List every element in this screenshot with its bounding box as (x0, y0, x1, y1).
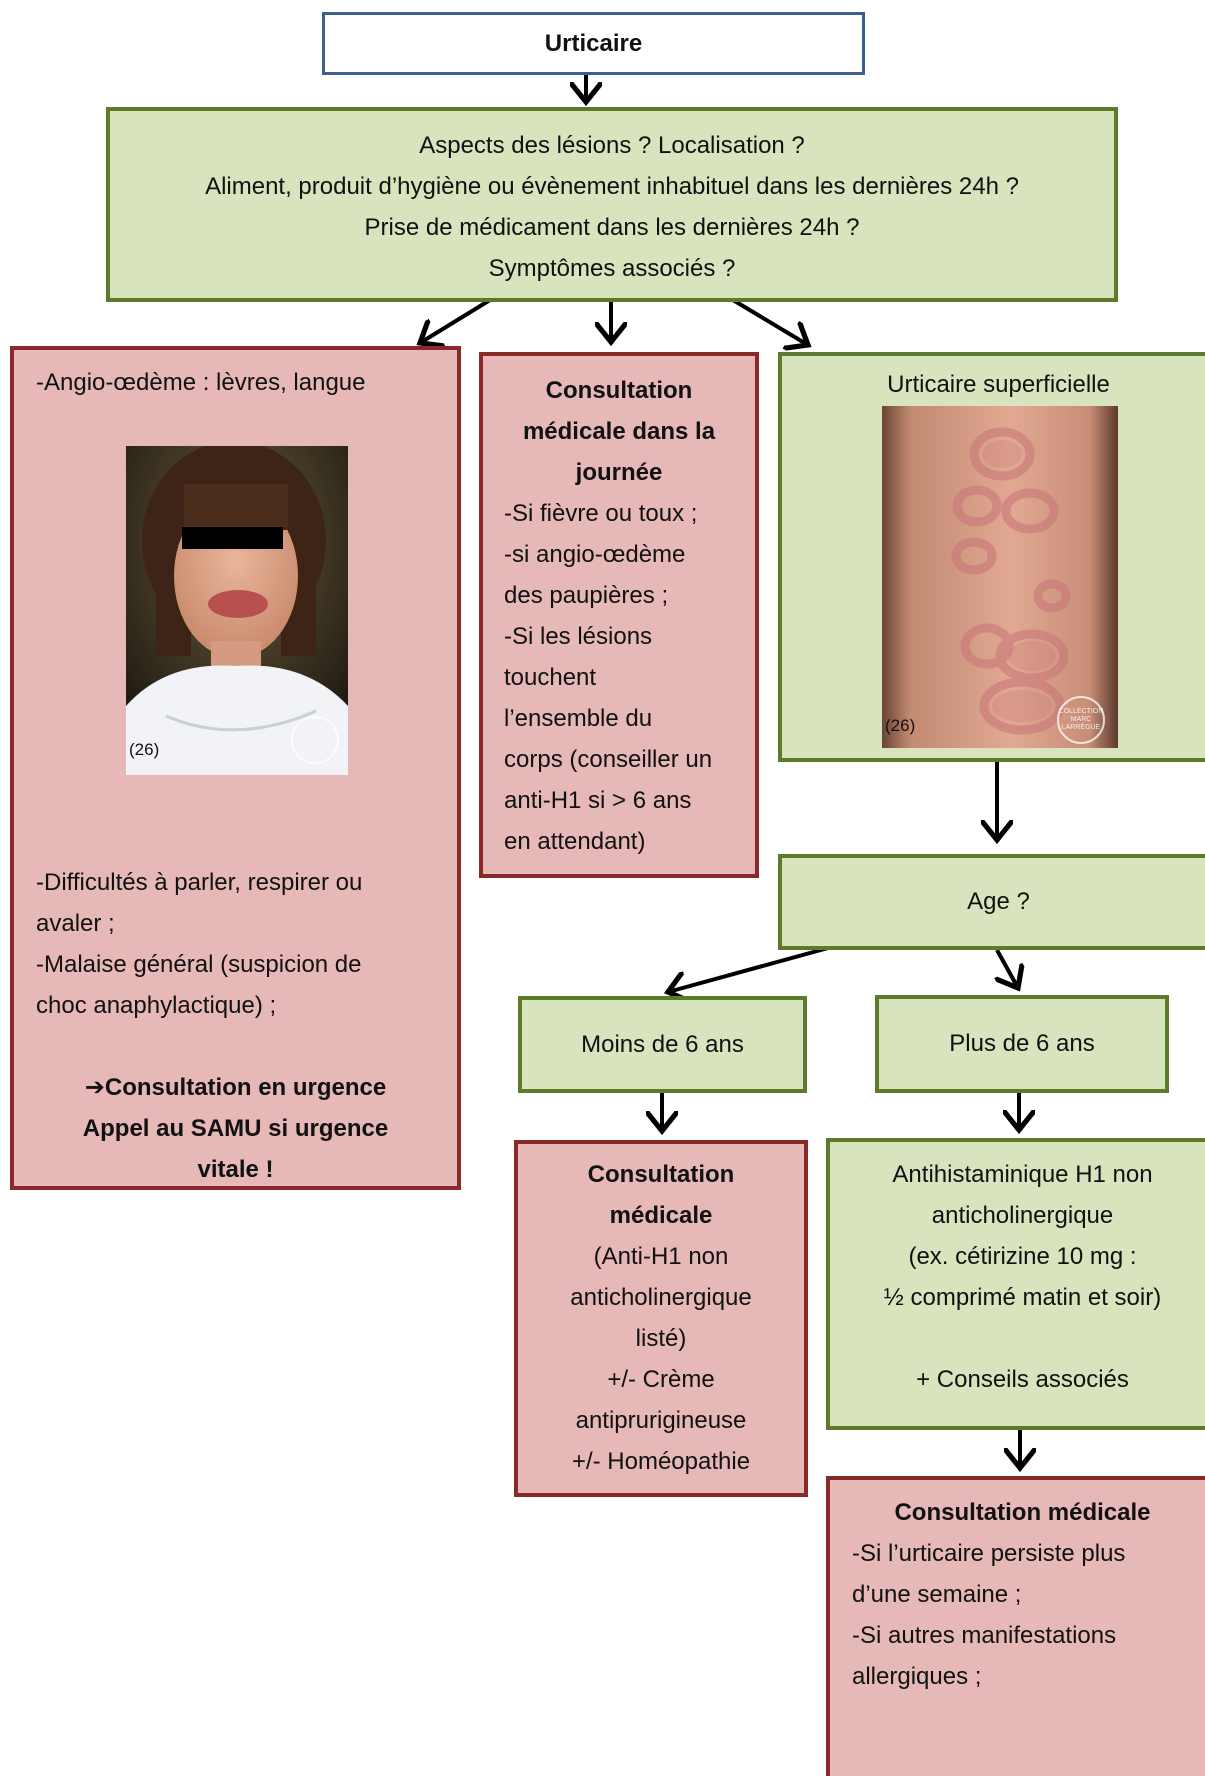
superficial-title: Urticaire superficielle (887, 371, 1110, 398)
urgent-conclusion-line: Appel au SAMU si urgence (82, 1115, 389, 1142)
same-day-line: corps (conseiller un (504, 746, 713, 773)
right-arrow-icon: ➔ (84, 1074, 105, 1101)
final-line: d’une semaine ; (852, 1581, 1022, 1608)
over6-node: Plus de 6 ans (875, 995, 1169, 1093)
final-line: -Si l’urticaire persiste plus (852, 1540, 1126, 1567)
arrow-age-to-under6 (668, 946, 829, 992)
over6-result-line: Antihistaminique H1 non (892, 1161, 1153, 1188)
same-day-line: -si angio-œdème (504, 541, 686, 568)
under6-result-line: +/- Crème (607, 1366, 715, 1393)
under6-result-node: Consultation médicale (Anti-H1 non antic… (514, 1140, 808, 1497)
urgent-line: -Difficultés à parler, respirer ou (36, 869, 363, 896)
over6-result-line: (ex. cétirizine 10 mg : (908, 1243, 1137, 1270)
urticaria-photo-illustration (882, 406, 1118, 748)
photo-caption: (26) (129, 740, 160, 759)
same-day-line: en attendant) (504, 828, 646, 855)
same-day-line: -Si fièvre ou toux ; (504, 500, 698, 527)
over6-label: Plus de 6 ans (949, 1030, 1095, 1057)
urgent-conclusion-line: vitale ! (197, 1156, 274, 1183)
photo-caption: (26) (885, 716, 916, 735)
under6-result-title: médicale (609, 1202, 713, 1229)
superficial-node: Urticaire superficielle (778, 352, 1205, 762)
under6-result-line: antiprurigineuse (575, 1407, 747, 1434)
arrow-questions-to-superficial (731, 298, 808, 345)
over6-result-line: ½ comprimé matin et soir) (883, 1284, 1162, 1311)
urgent-conclusion-text: Consultation en urgence (104, 1074, 387, 1101)
under6-label: Moins de 6 ans (581, 1031, 744, 1058)
final-node: Consultation médicale -Si l’urticaire pe… (826, 1476, 1205, 1776)
questions-node: Aspects des lésions ? Localisation ? Ali… (106, 107, 1118, 302)
same-day-line: anti-H1 si > 6 ans (504, 787, 692, 814)
final-title: Consultation médicale (894, 1499, 1151, 1526)
under6-result-line: +/- Homéopathie (571, 1448, 751, 1475)
over6-result-node: Antihistaminique H1 non anticholinergiqu… (826, 1138, 1205, 1430)
under6-node: Moins de 6 ans (518, 996, 807, 1093)
same-day-node: Consultation médicale dans la journée -S… (479, 352, 759, 878)
questions-line: Aliment, produit d’hygiène ou évènement … (205, 173, 1019, 200)
stamp-text: LARRÈGUE (1061, 724, 1101, 731)
arrow-age-to-over6 (997, 949, 1018, 988)
age-node: Age ? (778, 854, 1205, 950)
under6-result-line: (Anti-H1 non (593, 1243, 729, 1270)
under6-result-line: anticholinergique (570, 1284, 752, 1311)
arrow-questions-to-urgent (420, 298, 492, 343)
under6-result-line: listé) (635, 1325, 687, 1352)
same-day-line: des paupières ; (504, 582, 669, 609)
urgent-heading: -Angio-œdème : lèvres, langue (36, 369, 366, 396)
under6-result-title: Consultation (587, 1161, 735, 1188)
final-line: -Si autres manifestations (852, 1622, 1117, 1649)
same-day-title: Consultation (545, 377, 693, 404)
collection-stamp (291, 716, 339, 764)
age-label: Age ? (967, 888, 1030, 915)
over6-result-line: anticholinergique (931, 1202, 1114, 1229)
same-day-line: l’ensemble du (504, 705, 653, 732)
same-day-title: journée (575, 459, 663, 486)
over6-result-advice: + Conseils associés (916, 1366, 1129, 1393)
stamp-text: COLLECTION (1058, 708, 1104, 715)
questions-line: Prise de médicament dans les dernières 2… (364, 214, 860, 241)
stamp-text: MARC (1070, 716, 1092, 723)
urgent-node: -Angio-œdème : lèvres, langue (10, 346, 461, 1190)
urgent-line: -Malaise général (suspicion de (36, 951, 362, 978)
questions-line: Aspects des lésions ? Localisation ? (419, 132, 805, 159)
eye-censor-bar (182, 527, 283, 549)
same-day-line: -Si les lésions (504, 623, 653, 650)
questions-line: Symptômes associés ? (488, 255, 736, 282)
urgent-conclusion-line: ➔Consultation en urgence (14, 1067, 457, 1108)
urgent-line: choc anaphylactique) ; (36, 992, 277, 1019)
same-day-title: médicale dans la (522, 418, 716, 445)
same-day-line: touchent (504, 664, 597, 691)
angioedema-photo: (26) (126, 446, 348, 775)
urgent-line: avaler ; (36, 910, 115, 937)
title-node: Urticaire (322, 12, 865, 75)
title-text: Urticaire (544, 30, 643, 57)
final-line: allergiques ; (852, 1663, 982, 1690)
